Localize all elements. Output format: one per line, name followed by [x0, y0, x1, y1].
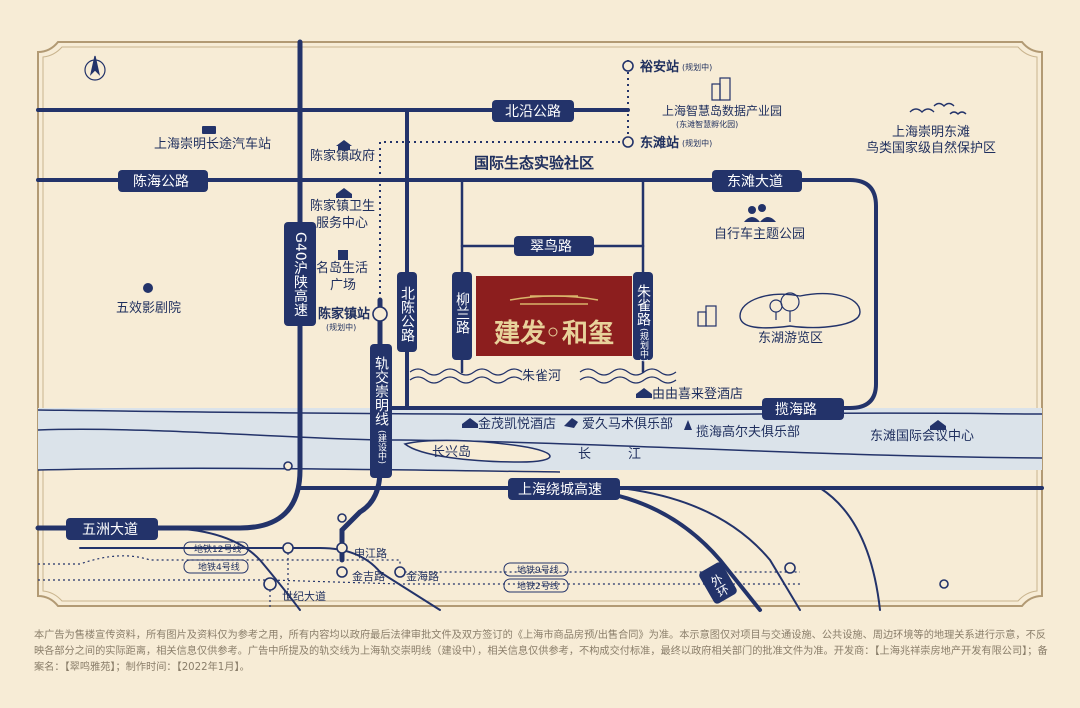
bus-station: 上海崇明长途汽车站 — [154, 136, 271, 152]
project-block[interactable] — [476, 276, 632, 356]
birds-icon — [909, 102, 967, 115]
gov: 陈家镇政府 — [310, 148, 375, 164]
project-name-left: 建发 — [494, 318, 546, 349]
river-chang: 长 — [578, 447, 591, 462]
conference: 东滩国际会议中心 — [870, 429, 974, 444]
label-lanhai: 揽海路 — [775, 401, 817, 418]
map-border-inner — [42, 46, 1038, 602]
changxing-island — [403, 439, 551, 463]
label-liulan: 柳兰路 — [454, 291, 470, 334]
project-name-right: 和玺 — [562, 319, 614, 349]
label-g40: G40沪陕高速 — [292, 232, 308, 318]
changxing: 长兴岛 — [432, 444, 471, 460]
water-waves-icon — [409, 368, 677, 384]
line-12: 地铁12号线 — [194, 543, 241, 555]
cinema-icon — [143, 283, 153, 293]
line-4: 地铁4号线 — [198, 561, 240, 573]
label-dongtan: 东滩大道 — [727, 174, 783, 190]
cinema: 五效影剧院 — [116, 301, 181, 316]
bird-2: 鸟类国家级自然保护区 — [866, 140, 996, 156]
station-dongtan-note: (规划中) — [682, 138, 712, 148]
wuzhou-ave — [37, 527, 301, 611]
bike-park: 自行车主题公园 — [714, 226, 805, 242]
aijiu-club: 爱久马术俱乐部 — [582, 417, 673, 432]
label-wuzhou: 五洲大道 — [82, 522, 138, 538]
label-zhuque: 朱雀路 — [635, 284, 651, 326]
disclaimer: 本广告为售楼宣传资料，所有图片及资料仅为参考之用，所有内容均以政府最后法律审批文… — [34, 630, 1048, 673]
hotel-icon — [462, 388, 946, 430]
mingdao-1: 名岛生活 — [316, 260, 368, 276]
line-9: 地铁9号线 — [517, 564, 559, 576]
government-icon — [336, 140, 352, 150]
river-bank-north — [37, 409, 1043, 416]
station-shiji: 世纪大道 — [282, 589, 326, 603]
golf-icon — [684, 420, 692, 430]
label-metro-note: (建设中) — [376, 430, 387, 464]
station-jinji: 金吉路 — [352, 569, 385, 583]
mingdao-2: 广场 — [330, 278, 356, 293]
lake: 东湖游览区 — [758, 330, 823, 346]
line-2: 地铁2号线 — [517, 580, 559, 592]
outer-ring-3 — [819, 487, 881, 611]
eco-community: 国际生态实验社区 — [474, 154, 594, 172]
jinmao-hotel: 金茂凯悦酒店 — [478, 416, 556, 432]
project-logo-roof — [509, 295, 599, 305]
station-chenjia: 陈家镇站 — [318, 306, 370, 322]
station-jinhai: 金海路 — [406, 569, 439, 583]
horse-icon — [564, 418, 578, 428]
building-icon — [697, 77, 731, 327]
north-arrow-icon — [84, 55, 106, 81]
planned-metro — [379, 60, 629, 300]
youyou-hotel: 由由喜来登酒店 — [652, 387, 743, 402]
station-shenjiang: 申江路 — [354, 547, 387, 560]
label-chenhai: 陈海公路 — [133, 173, 189, 190]
station-yuan-note: (规划中) — [682, 62, 712, 72]
metro-icon — [263, 60, 949, 591]
road-labels: 北沿公路 陈海公路 东滩大道 翠鸟路 柳兰路 朱雀路 (规划中) 北陈公路 G4… — [66, 100, 844, 604]
label-raocheng: 上海绕城高速 — [518, 481, 602, 498]
label-zhuque-note: (规划中) — [638, 328, 649, 362]
river-jiang: 江 — [628, 447, 641, 462]
place-labels: 国际生态实验社区 上海崇明长途汽车站 陈家镇政府 陈家镇卫生 服务中心 名岛生活… — [116, 103, 996, 462]
hospital-icon — [336, 188, 352, 198]
station-dongtan: 东滩站 — [640, 135, 679, 151]
golf-club: 揽海高尔夫俱乐部 — [696, 424, 800, 440]
metro-labels: 地铁12号线 地铁4号线 地铁9号线 地铁2号线 申江路 金吉路 金海路 世纪大… — [183, 541, 569, 603]
project-dot — [548, 327, 558, 337]
people-icon — [744, 204, 776, 222]
south-road-1 — [79, 547, 441, 611]
station-labels: 裕安站 (规划中) 东滩站 (规划中) 陈家镇站 (规划中) — [318, 59, 712, 332]
station-chenjia-note: (规划中) — [326, 322, 356, 332]
bird-1: 上海崇明东滩 — [892, 125, 970, 140]
outer-ring-2 — [619, 487, 801, 611]
east-lake — [739, 293, 861, 329]
shopping-icon — [338, 250, 348, 260]
label-cuiniao: 翠鸟路 — [530, 239, 572, 255]
tree-icon — [769, 292, 800, 322]
health-1: 陈家镇卫生 — [310, 198, 375, 214]
yangtze-river — [38, 408, 1042, 470]
bus-icon — [202, 126, 216, 134]
station-yuan: 裕安站 — [639, 59, 679, 75]
g40-highway — [35, 39, 303, 531]
chenhai-road — [36, 178, 878, 410]
label-beiyan: 北沿公路 — [505, 104, 561, 120]
smart-1: 上海智慧岛数据产业园 — [662, 103, 782, 118]
label-metro-line: 轨交崇明线 — [373, 356, 389, 426]
zhuque-river: 朱雀河 — [522, 369, 561, 384]
health-2: 服务中心 — [316, 215, 368, 231]
smart-2: (东滩智慧孵化园) — [676, 119, 738, 129]
label-beichen: 北陈公路 — [399, 286, 415, 342]
map-border — [37, 41, 1043, 607]
